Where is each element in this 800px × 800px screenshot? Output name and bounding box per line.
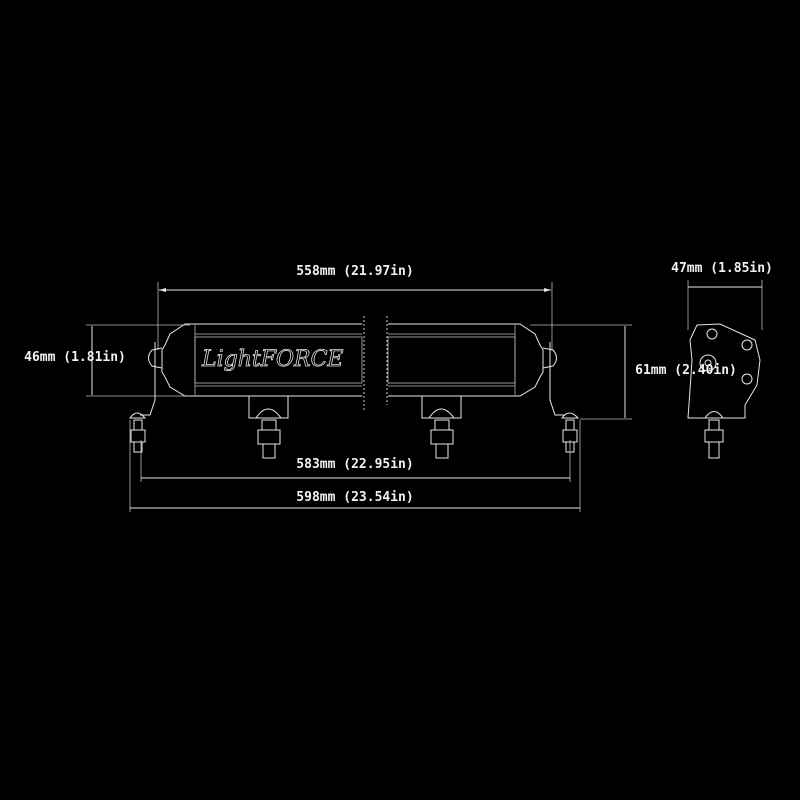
dimension-overall-length (129, 420, 581, 512)
label-mount-spacing: 583mm (22.95in) (296, 457, 414, 472)
mount-brackets (129, 342, 580, 453)
label-depth: 47mm (1.85in) (671, 261, 773, 276)
dimension-mount-spacing (140, 440, 571, 482)
dimension-length-body (157, 282, 553, 350)
light-bar-body: LightFORCE (148, 316, 557, 410)
label-height-body: 46mm (1.81in) (24, 350, 126, 365)
label-height-total: 61mm (2.40in) (635, 363, 737, 378)
label-overall-length: 598mm (23.54in) (296, 490, 414, 505)
label-length-body: 558mm (21.97in) (296, 264, 414, 279)
brand-logo: LightFORCE (201, 347, 344, 372)
mount-feet (248, 395, 462, 459)
side-view (687, 280, 763, 459)
dimension-height-total (530, 324, 632, 420)
dimension-height-body (86, 324, 190, 397)
